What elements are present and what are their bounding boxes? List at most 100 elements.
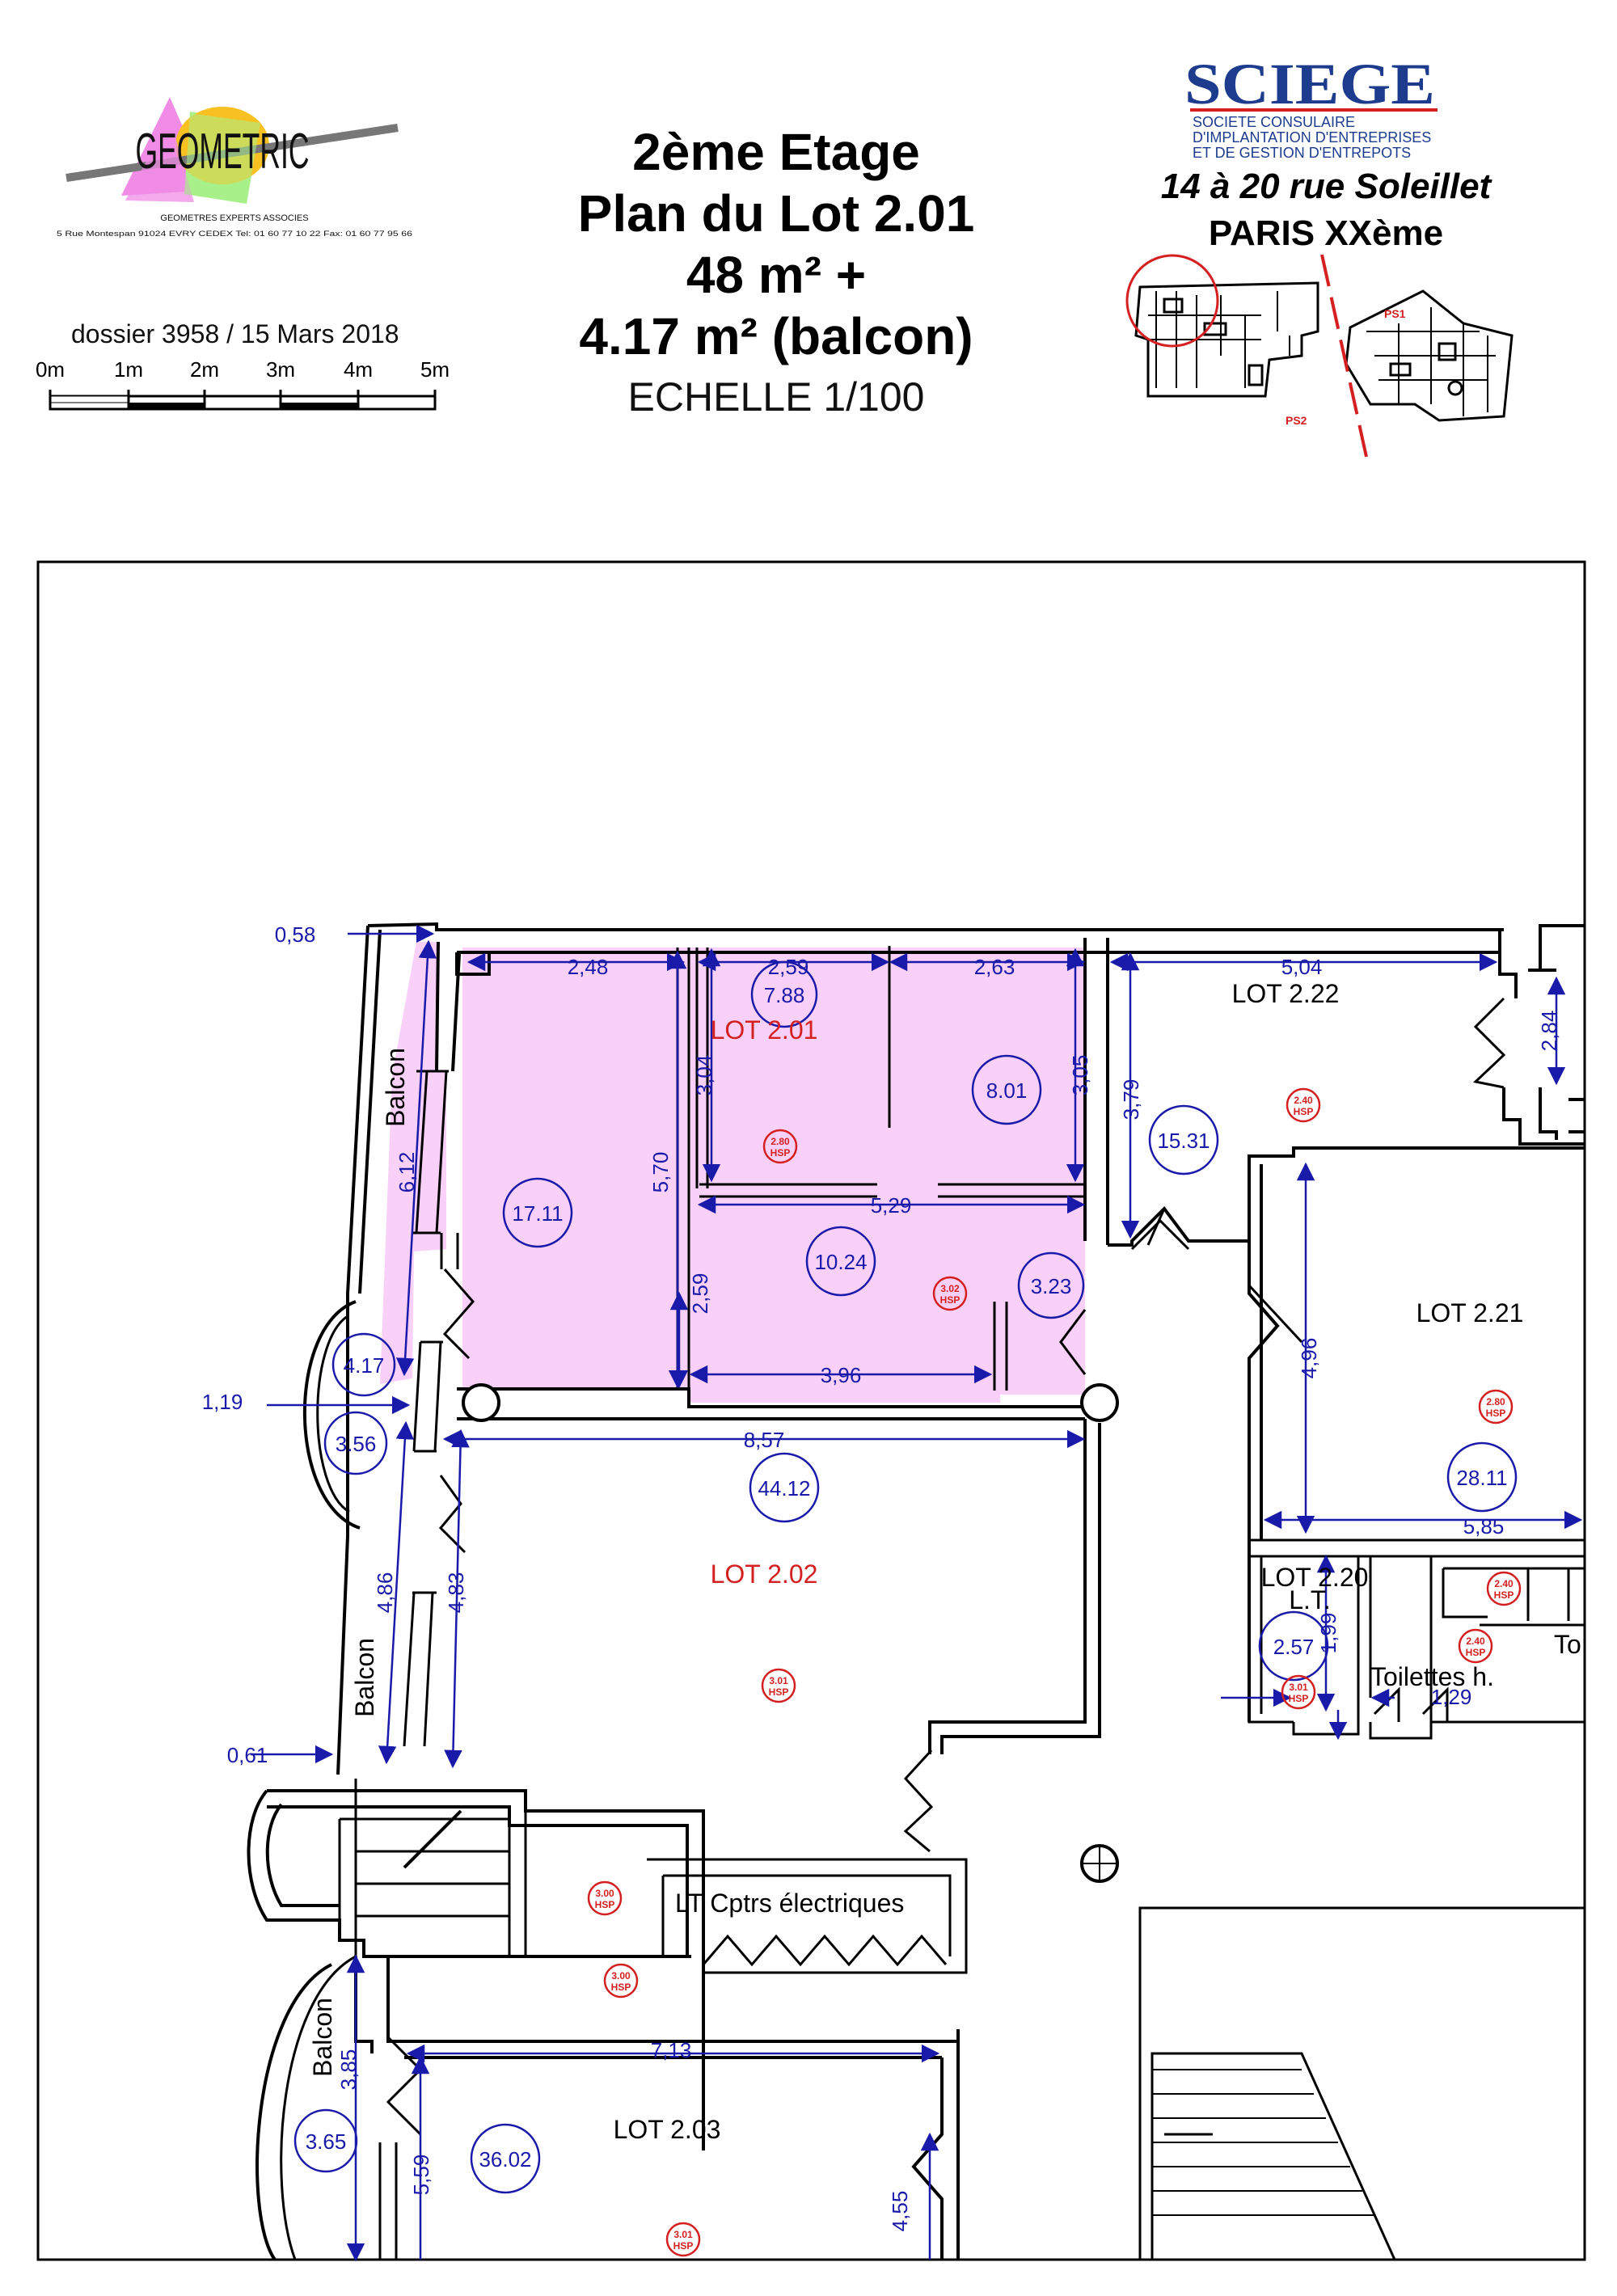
dim-4-55: 4,55 bbox=[888, 2191, 912, 2232]
lot-2-01-area bbox=[462, 948, 1085, 1403]
scale-text: ECHELLE 1/100 bbox=[627, 374, 925, 420]
dim-4-83: 4,83 bbox=[444, 1572, 468, 1614]
sciege-address: 14 à 20 rue Soleillet bbox=[1161, 167, 1493, 206]
title-line-2: Plan du Lot 2.01 bbox=[577, 184, 975, 243]
dim-3-04: 3,04 bbox=[692, 1055, 716, 1096]
title-line-3: 48 m² + bbox=[686, 246, 867, 304]
hsp-value-4: 2.80 bbox=[1486, 1396, 1505, 1408]
scale-bar: 0m 1m 2m 3m 4m 5m bbox=[32, 357, 461, 438]
scale-label-0: 0m bbox=[36, 357, 65, 382]
scale-label-1: 1m bbox=[114, 357, 143, 382]
lot-2-01-area-main bbox=[462, 948, 1085, 1403]
title-line-1: 2ème Etage bbox=[632, 123, 920, 181]
sciege-line-3: ET DE GESTION D'ENTREPOTS bbox=[1193, 145, 1411, 161]
dim-5-70: 5,70 bbox=[648, 1152, 673, 1193]
dim-4-96: 4,96 bbox=[1297, 1338, 1321, 1379]
room-label-lt-cptrs: LT Cptrs électriques bbox=[675, 1889, 904, 1918]
dim-3-79: 3,79 bbox=[1119, 1079, 1143, 1121]
area-4-17: 4.17 bbox=[344, 1353, 385, 1378]
hsp-markers bbox=[587, 1087, 1522, 2257]
hsp-value-6: 2.40 bbox=[1466, 1635, 1485, 1647]
lot-label-2-21: LOT 2.21 bbox=[1416, 1298, 1524, 1327]
lot-label-2-02: LOT 2.02 bbox=[711, 1560, 818, 1589]
hsp-value-9: 3.00 bbox=[595, 1888, 614, 1899]
balcony-2-01-area bbox=[380, 942, 446, 1384]
geometric-address: 5 Rue Montespan 91024 EVRY CEDEX Tel: 01… bbox=[57, 230, 412, 238]
hsp-value-5: 2.40 bbox=[1494, 1578, 1514, 1589]
hsp-unit-3: HSP bbox=[1294, 1106, 1314, 1117]
dim-2-59-top: 2,59 bbox=[768, 955, 809, 979]
dim-3-96: 3,96 bbox=[821, 1363, 862, 1387]
hsp-unit-8: HSP bbox=[769, 1686, 789, 1698]
sciege-line-1: SOCIETE CONSULAIRE bbox=[1193, 114, 1355, 130]
site-plan-thumbnail bbox=[1134, 281, 1514, 422]
hsp-value-2: 3.02 bbox=[940, 1283, 960, 1294]
scale-label-2: 2m bbox=[190, 357, 219, 382]
dim-5-04: 5,04 bbox=[1281, 955, 1323, 979]
area-15-31: 15.31 bbox=[1157, 1129, 1210, 1153]
dim-2-59-lower: 2,59 bbox=[688, 1273, 712, 1315]
area-17-11: 17.11 bbox=[512, 1201, 563, 1226]
ps2-label: PS2 bbox=[1286, 414, 1307, 427]
dim-1-99: 1,99 bbox=[1316, 1613, 1340, 1654]
hsp-unit-5: HSP bbox=[1494, 1589, 1514, 1601]
scale-label-4: 4m bbox=[344, 357, 373, 382]
dim-3-05: 3,05 bbox=[1068, 1055, 1092, 1096]
dim-7-13: 7,13 bbox=[651, 2038, 692, 2062]
dim-2-48: 2,48 bbox=[568, 955, 609, 979]
hsp-unit-4: HSP bbox=[1486, 1408, 1506, 1419]
lot-label-lt: L.T. bbox=[1289, 1585, 1331, 1614]
hsp-value-3: 2.40 bbox=[1294, 1095, 1313, 1106]
area-3-23: 3.23 bbox=[1031, 1274, 1072, 1298]
hsp-value-11: 3.01 bbox=[673, 2229, 693, 2240]
sciege-logo: SCIEGE SOCIETE CONSULAIRE D'IMPLANTATION… bbox=[1100, 49, 1552, 469]
dossier-reference: dossier 3958 / 15 Mars 2018 bbox=[71, 319, 399, 348]
title-block: 2ème Etage Plan du Lot 2.01 48 m² + 4.17… bbox=[501, 121, 1051, 420]
scale-label-3: 3m bbox=[266, 357, 295, 382]
geometric-logo-name: GEOMETRIC bbox=[136, 124, 310, 179]
plan-frame bbox=[36, 560, 1586, 2261]
dimension-lines bbox=[251, 924, 1583, 2262]
area-44-12: 44.12 bbox=[758, 1476, 810, 1500]
hsp-unit-1: HSP bbox=[771, 1147, 791, 1159]
balcony-label-3: Balcon bbox=[308, 1998, 337, 2077]
lot-label-2-03: LOT 2.03 bbox=[614, 2115, 721, 2144]
dim-6-12: 6,12 bbox=[395, 1152, 419, 1193]
dim-0-58: 0,58 bbox=[275, 922, 316, 947]
geometric-logo-graphic: GEOMETRIC GEOMETRES EXPERTS ASSOCIES 5 R… bbox=[57, 97, 412, 238]
area-3-65: 3.65 bbox=[306, 2129, 347, 2154]
area-circles bbox=[293, 960, 1518, 2194]
walls bbox=[247, 922, 1586, 2261]
hsp-unit-9: HSP bbox=[595, 1899, 615, 1910]
dim-5-59: 5,59 bbox=[409, 2155, 433, 2196]
dim-1-19: 1,19 bbox=[202, 1390, 243, 1414]
area-7-88: 7.88 bbox=[764, 983, 805, 1007]
sciege-line-2: D'IMPLANTATION D'ENTREPRISES bbox=[1193, 129, 1431, 146]
hsp-unit-6: HSP bbox=[1466, 1647, 1486, 1658]
dim-4-86: 4,86 bbox=[373, 1572, 397, 1614]
dim-0-61: 0,61 bbox=[227, 1743, 268, 1767]
room-label-to: To bbox=[1554, 1630, 1581, 1659]
dim-5-29: 5,29 bbox=[871, 1193, 912, 1218]
area-3-56: 3.56 bbox=[336, 1432, 377, 1456]
hsp-unit-11: HSP bbox=[673, 2240, 694, 2252]
area-2-57: 2.57 bbox=[1273, 1635, 1315, 1659]
ps1-label: PS1 bbox=[1384, 307, 1406, 320]
dim-1-29: 1,29 bbox=[1431, 1685, 1472, 1709]
hsp-value-1: 2.80 bbox=[771, 1136, 790, 1147]
hsp-unit-2: HSP bbox=[940, 1294, 960, 1306]
hsp-value-10: 3.00 bbox=[611, 1970, 631, 1982]
area-8-01: 8.01 bbox=[986, 1078, 1028, 1103]
lot-label-2-01: LOT 2.01 bbox=[711, 1015, 818, 1045]
area-36-02: 36.02 bbox=[479, 2147, 531, 2171]
dim-2-63: 2,63 bbox=[974, 955, 1015, 979]
dim-2-84: 2,84 bbox=[1537, 1011, 1561, 1052]
geometric-tagline: GEOMETRES EXPERTS ASSOCIES bbox=[160, 213, 308, 223]
hsp-value-8: 3.01 bbox=[769, 1675, 788, 1686]
dim-5-85: 5,85 bbox=[1463, 1514, 1505, 1538]
title-line-4: 4.17 m² (balcon) bbox=[579, 307, 973, 365]
lot-label-2-22: LOT 2.22 bbox=[1232, 979, 1340, 1008]
geometric-logo: GEOMETRIC GEOMETRES EXPERTS ASSOCIES 5 R… bbox=[49, 81, 420, 251]
dim-3-85: 3,85 bbox=[336, 2049, 361, 2091]
area-28-11: 28.11 bbox=[1456, 1466, 1507, 1490]
